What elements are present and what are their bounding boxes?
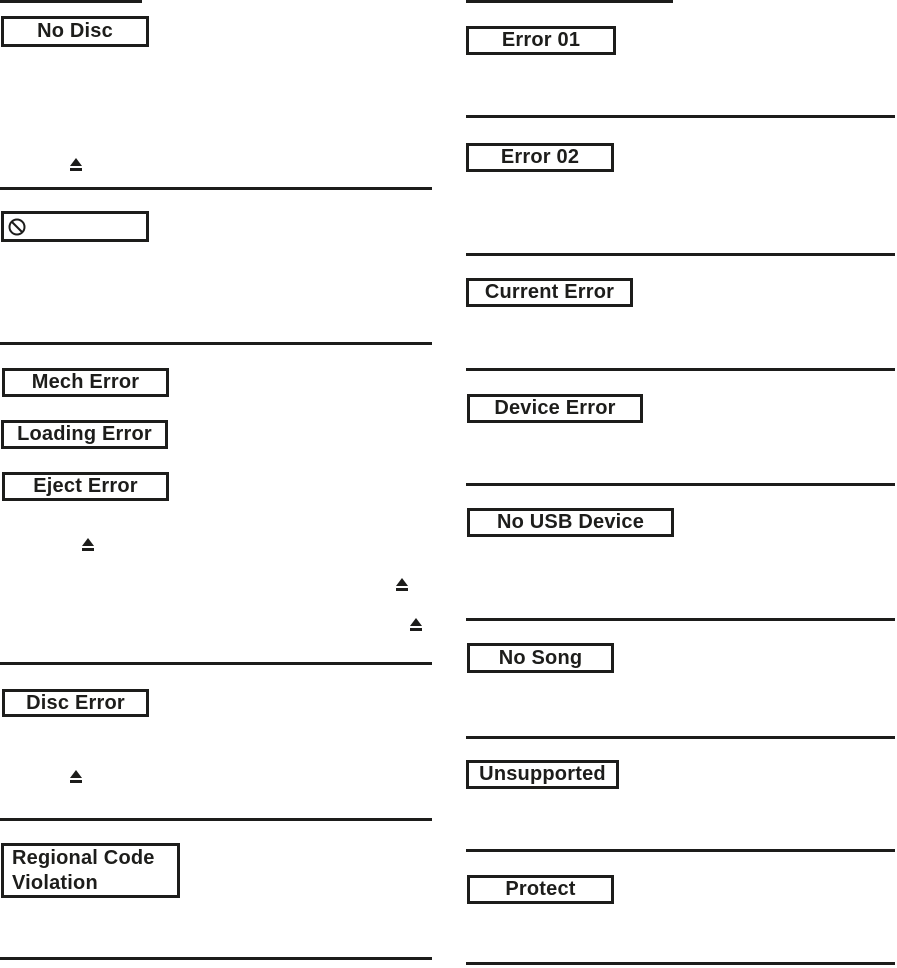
display-box-disc-error: Disc Error bbox=[2, 689, 149, 717]
divider-line bbox=[0, 957, 432, 960]
divider-line bbox=[0, 342, 432, 345]
display-label: Device Error bbox=[494, 397, 616, 419]
divider-line bbox=[466, 849, 895, 852]
display-label: No USB Device bbox=[496, 511, 645, 533]
display-label: Protect bbox=[505, 878, 576, 900]
display-box-current-error: Current Error bbox=[466, 278, 633, 307]
display-box-unsupported: Unsupported bbox=[466, 760, 619, 789]
eject-icon bbox=[409, 617, 423, 632]
eject-icon bbox=[81, 537, 95, 552]
display-box-device-error: Device Error bbox=[467, 394, 643, 423]
display-box-eject-error: Eject Error bbox=[2, 472, 169, 501]
divider-line bbox=[466, 618, 895, 621]
display-box-no-disc: No Disc bbox=[1, 16, 149, 47]
divider-line bbox=[0, 662, 432, 665]
eject-icon bbox=[69, 157, 83, 172]
display-label: Current Error bbox=[484, 281, 615, 303]
display-box-loading-error: Loading Error bbox=[1, 420, 168, 449]
display-label: Mech Error bbox=[31, 371, 140, 393]
display-box-no-song: No Song bbox=[467, 643, 614, 673]
display-box-mech-error: Mech Error bbox=[2, 368, 169, 397]
divider-line bbox=[0, 0, 142, 3]
divider-line bbox=[466, 0, 673, 3]
display-label: Error 01 bbox=[501, 29, 581, 51]
display-box-protect: Protect bbox=[467, 875, 614, 904]
divider-line bbox=[466, 115, 895, 118]
display-box-prohibited bbox=[1, 211, 149, 242]
divider-line bbox=[466, 253, 895, 256]
eject-icon bbox=[69, 769, 83, 784]
divider-line bbox=[0, 818, 432, 821]
eject-icon bbox=[395, 577, 409, 592]
divider-line bbox=[466, 483, 895, 486]
divider-line bbox=[466, 962, 895, 965]
display-label: No Song bbox=[498, 646, 583, 669]
display-box-error-01: Error 01 bbox=[466, 26, 616, 55]
display-label: Eject Error bbox=[33, 475, 138, 497]
display-box-no-usb-device: No USB Device bbox=[467, 508, 674, 537]
display-label: Regional Code Violation bbox=[12, 846, 155, 894]
display-box-error-02: Error 02 bbox=[466, 143, 614, 172]
divider-line bbox=[466, 368, 895, 371]
display-label: Error 02 bbox=[500, 146, 580, 168]
display-label: Loading Error bbox=[17, 423, 152, 445]
display-label: Disc Error bbox=[26, 691, 125, 714]
display-label: Unsupported bbox=[479, 763, 606, 785]
divider-line bbox=[0, 187, 432, 190]
no-entry-icon bbox=[8, 218, 26, 236]
display-box-regional-code-violation: Regional Code Violation bbox=[1, 843, 180, 898]
display-label: No Disc bbox=[37, 20, 113, 42]
divider-line bbox=[466, 736, 895, 739]
